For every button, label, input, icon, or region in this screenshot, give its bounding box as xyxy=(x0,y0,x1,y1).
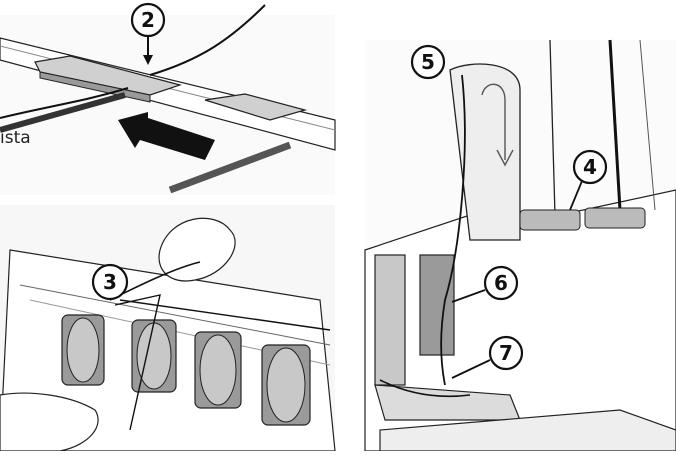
svg-text:6: 6 xyxy=(494,271,508,295)
svg-text:3: 3 xyxy=(103,270,117,294)
tension-dial-2 xyxy=(131,319,177,393)
panel-bottom-left xyxy=(0,205,336,452)
svg-text:5: 5 xyxy=(421,50,435,74)
callout-2: 2 xyxy=(130,2,166,65)
push-arrow-icon xyxy=(118,112,215,160)
callout-6: 6 xyxy=(451,265,519,303)
cropped-side-text: ista xyxy=(0,128,31,148)
callout-3: 3 xyxy=(91,263,129,301)
panel-top-left xyxy=(0,4,336,195)
svg-text:2: 2 xyxy=(141,8,155,32)
callout-5: 5 xyxy=(410,44,446,80)
callout-7: 7 xyxy=(451,335,524,379)
svg-text:4: 4 xyxy=(583,155,597,179)
down-arrow-icon xyxy=(481,83,506,160)
tension-dial-1 xyxy=(61,314,105,386)
tension-dial-4 xyxy=(261,344,311,426)
hand-top xyxy=(158,217,236,282)
svg-text:7: 7 xyxy=(499,341,513,365)
panel-right xyxy=(364,39,676,452)
tension-dial-3 xyxy=(194,331,242,409)
callout-4: 4 xyxy=(569,149,608,211)
hand-bottom xyxy=(0,392,99,452)
